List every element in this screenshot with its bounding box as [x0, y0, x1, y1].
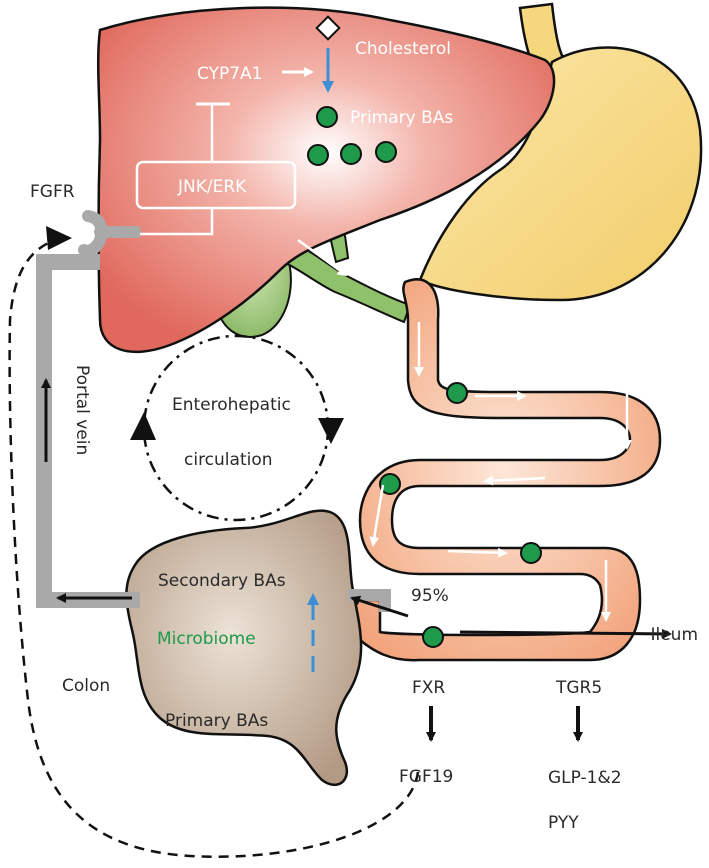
- bile-acid-dot: [375, 141, 397, 163]
- pyy-label: PYY: [548, 813, 579, 833]
- enterohepatic-cycle: [142, 334, 330, 522]
- ileum-return-vein: [348, 589, 391, 612]
- cholesterol-diamond: [315, 15, 341, 41]
- bile-acid-dot: [446, 382, 468, 404]
- enterohepatic-label-line1: Enterohepatic: [172, 395, 291, 415]
- reabsorption-arrow: [350, 595, 409, 618]
- fgf19-feedback-path: [8, 236, 420, 858]
- fgf19-label: FGF19: [399, 767, 453, 787]
- percent-label: 95%: [411, 586, 449, 606]
- small-intestine: [343, 278, 662, 662]
- stomach: [418, 46, 703, 302]
- bile-acid-dot: [340, 143, 362, 165]
- jnk-erk-box: [135, 160, 297, 210]
- bile-acid-dot: [520, 542, 542, 564]
- ileum-arrow: [459, 628, 672, 639]
- jnk-erk-label: JNK/ERK: [177, 177, 247, 197]
- feedback-arrowhead: [46, 226, 72, 250]
- fgfr-to-jnk-line: [140, 208, 214, 236]
- bile-acid-dot: [307, 144, 329, 166]
- ileum-label: Ileum: [650, 625, 698, 645]
- flow-arrow: [297, 238, 348, 277]
- enterohepatic-label-line2: circulation: [184, 450, 273, 470]
- glp-label: GLP-1&2: [548, 768, 622, 788]
- cycle-arrowhead-left: [130, 412, 156, 440]
- primary-bas-colon-label: Primary BAs: [165, 711, 268, 731]
- portal-vein-label: Portal vein: [72, 365, 92, 455]
- portal-vein: [36, 254, 140, 608]
- microbiome-label: Microbiome: [157, 629, 256, 649]
- flow-arrow: [369, 484, 385, 547]
- tgr5-label: TGR5: [555, 678, 602, 698]
- colon: [125, 509, 363, 787]
- bile-acid-dot: [379, 473, 401, 495]
- fxr-label: FXR: [412, 678, 445, 698]
- cycle-arrowhead-right: [318, 418, 344, 444]
- primary-bas-liver-label: Primary BAs: [350, 108, 453, 128]
- flow-arrow: [447, 547, 508, 558]
- colon-label: Colon: [62, 676, 110, 696]
- bile-acid-dot: [316, 106, 338, 128]
- fgfr-label: FGFR: [30, 182, 75, 202]
- cyp7a1-label: CYP7A1: [197, 64, 262, 84]
- flow-arrow: [483, 475, 546, 486]
- secondary-bas-label: Secondary BAs: [158, 571, 286, 591]
- cholesterol-label: Cholesterol: [355, 39, 451, 59]
- bile-acid-dot: [422, 626, 444, 648]
